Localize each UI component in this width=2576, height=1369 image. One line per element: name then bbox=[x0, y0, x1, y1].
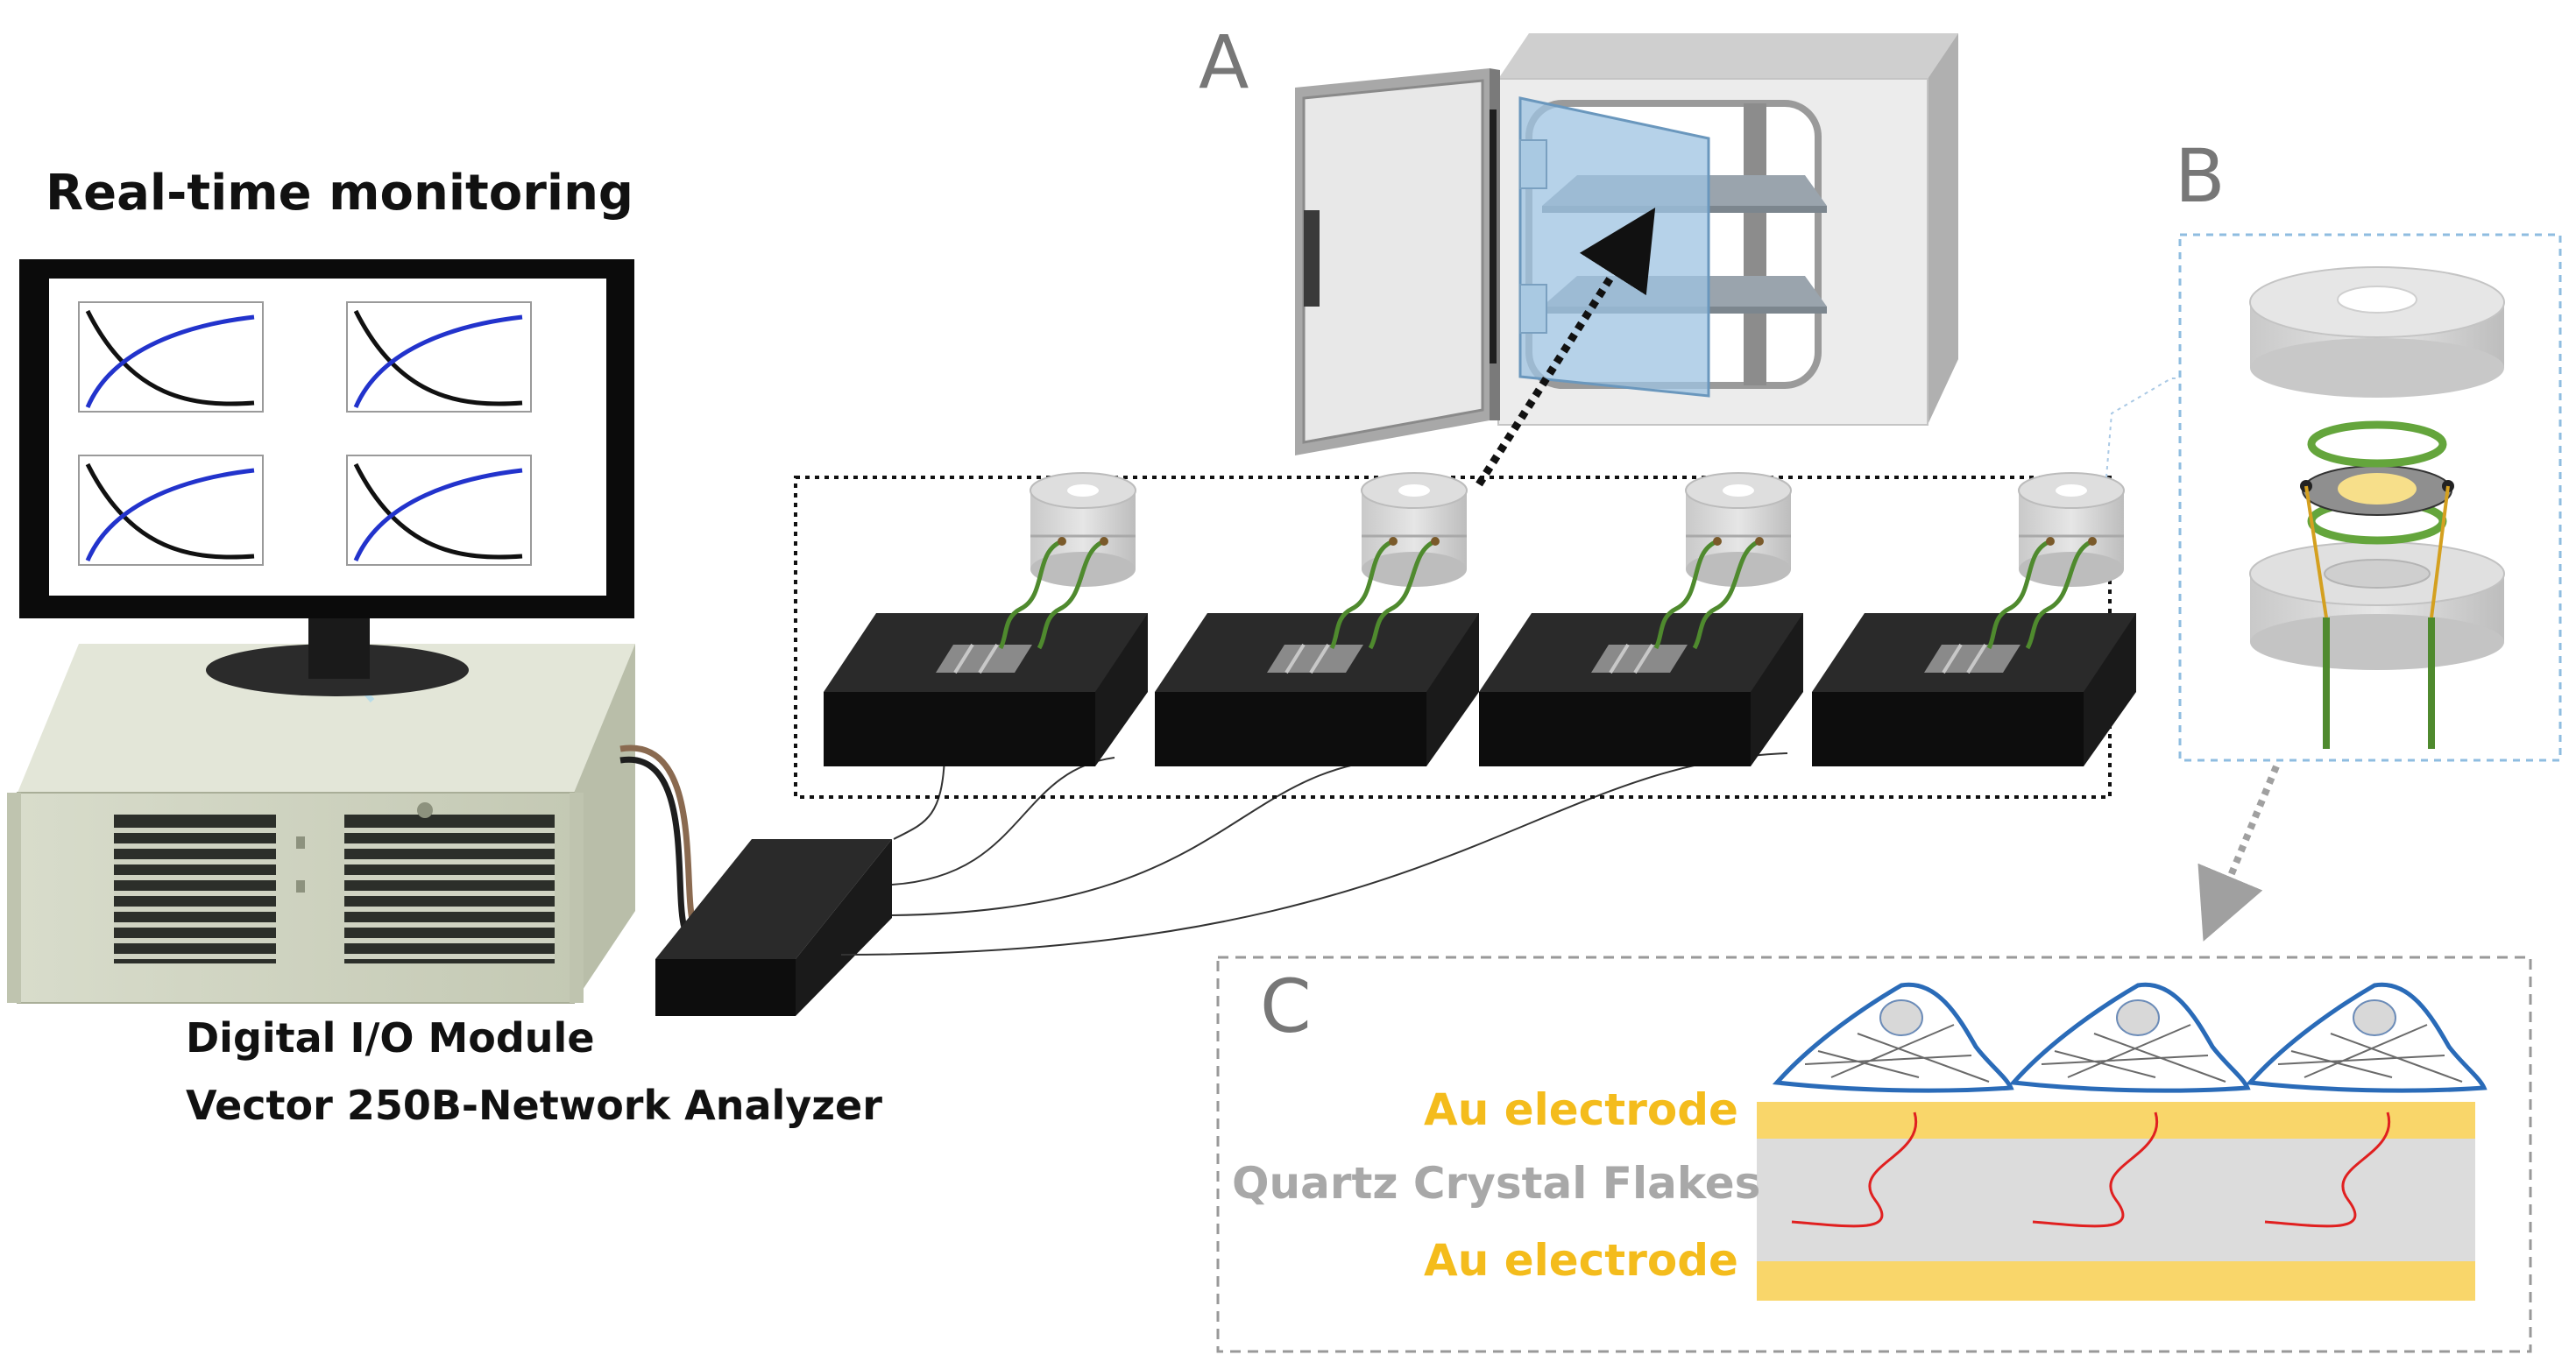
cell bbox=[2008, 982, 2251, 1093]
au-electrode-bottom-label: Au electrode bbox=[1424, 1235, 1738, 1286]
zoom-lines bbox=[2105, 378, 2180, 478]
mini-plot bbox=[78, 301, 264, 413]
au-electrode-top-label: Au electrode bbox=[1424, 1084, 1738, 1135]
au-electrode-bottom-layer bbox=[1757, 1261, 2475, 1301]
exploded-sensor bbox=[2249, 266, 2505, 749]
qcm-sensor-4 bbox=[1812, 473, 2136, 766]
sensor-array-box bbox=[794, 476, 2112, 799]
signal-wires bbox=[840, 752, 1788, 956]
acoustic-waves bbox=[1791, 1111, 2391, 1228]
panel-a-label: A bbox=[1199, 19, 1249, 105]
panel-c-label: C bbox=[1260, 963, 1312, 1049]
network-analyzer-label: Vector 250B-Network Analyzer bbox=[186, 1082, 882, 1129]
realtime-monitoring-title: Real-time monitoring bbox=[46, 165, 634, 222]
panel-b-label: B bbox=[2175, 133, 2226, 219]
qcm-sensor-1 bbox=[824, 473, 1148, 766]
mini-plot bbox=[78, 455, 264, 566]
panel-b-box bbox=[2178, 233, 2562, 762]
arrow-to-incubator bbox=[1476, 208, 1656, 487]
au-electrode-top-layer bbox=[1757, 1102, 2475, 1139]
qcm-sensor-3 bbox=[1479, 473, 1803, 766]
digital-io-module bbox=[655, 839, 892, 1016]
quartz-crystal-label: Quartz Crystal Flakes bbox=[1232, 1158, 1761, 1209]
qcm-sensor-2 bbox=[1155, 473, 1479, 766]
monitor-screen bbox=[49, 279, 606, 596]
incubator bbox=[1295, 33, 1958, 455]
monitor bbox=[19, 259, 634, 696]
panel-c-box bbox=[1216, 956, 2532, 1353]
mini-plot bbox=[346, 301, 532, 413]
cell bbox=[2245, 982, 2488, 1093]
arrow-to-panel-c bbox=[2197, 765, 2280, 942]
mini-plot bbox=[346, 455, 532, 566]
analyzer-tower bbox=[7, 633, 635, 1004]
cell bbox=[1772, 982, 2014, 1093]
digital-io-module-label: Digital I/O Module bbox=[186, 1014, 595, 1062]
